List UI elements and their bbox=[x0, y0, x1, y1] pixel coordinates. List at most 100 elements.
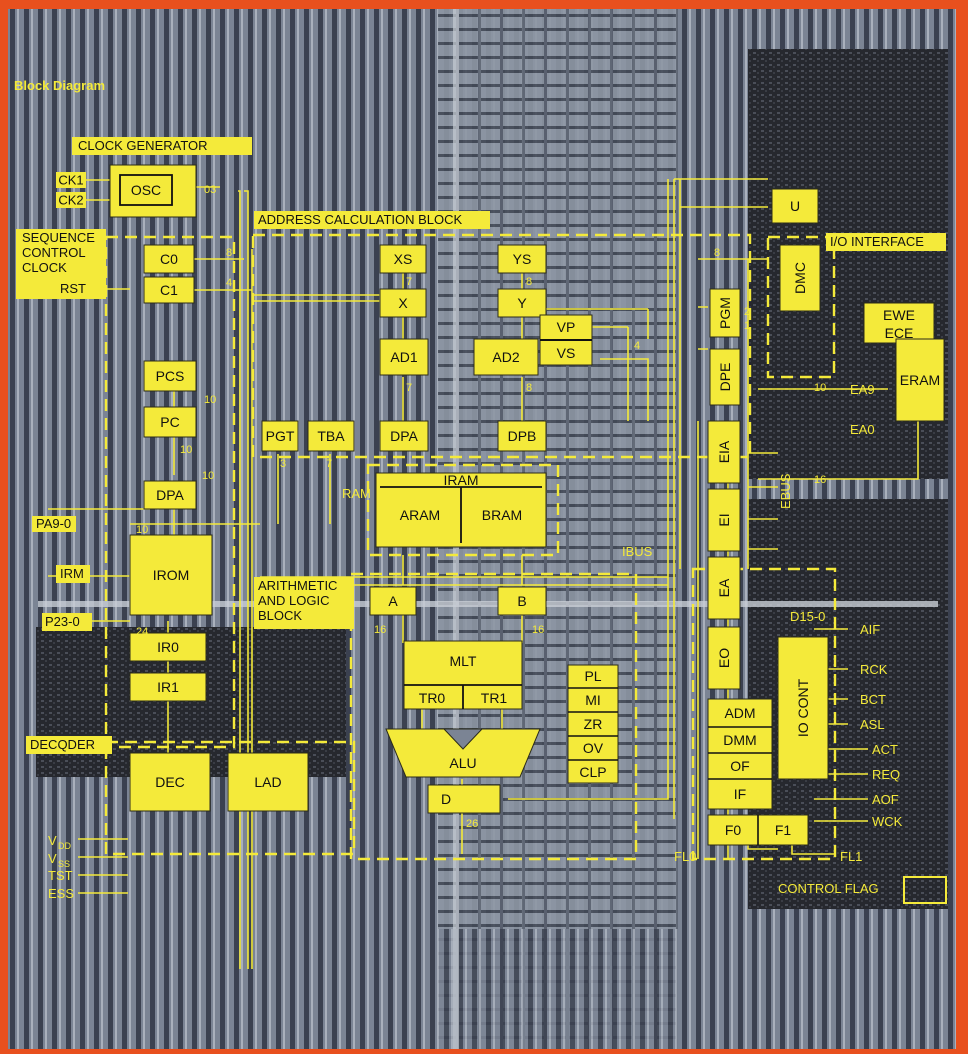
of-block: OF bbox=[730, 758, 749, 774]
ram-label: RAM bbox=[342, 486, 371, 501]
dmm-block: DMM bbox=[723, 732, 756, 748]
f0-flag: F0 bbox=[725, 822, 742, 838]
svg-text:WCK: WCK bbox=[872, 814, 903, 829]
ys-block: YS bbox=[513, 251, 532, 267]
svg-text:RCK: RCK bbox=[860, 662, 888, 677]
svg-text:V: V bbox=[48, 851, 57, 866]
if-block: IF bbox=[734, 786, 746, 802]
irom-block: IROM bbox=[153, 567, 190, 583]
osc-block: OSC bbox=[131, 182, 161, 198]
vp-block: VP bbox=[557, 319, 576, 335]
c1-block: C1 bbox=[160, 282, 178, 298]
svg-text:8: 8 bbox=[526, 382, 532, 394]
svg-text:10: 10 bbox=[814, 382, 826, 394]
d-register: D bbox=[441, 791, 451, 807]
chip-die-photo: Block Diagram bbox=[8, 9, 956, 1049]
svg-text:10: 10 bbox=[202, 470, 214, 482]
a-register: A bbox=[388, 593, 398, 609]
adm-block: ADM bbox=[724, 705, 755, 721]
alu-region bbox=[349, 572, 638, 861]
sequence-control-region bbox=[104, 235, 236, 749]
c0-block: C0 bbox=[160, 251, 178, 267]
mlt-block: MLT bbox=[450, 653, 477, 669]
dpb-block: DPB bbox=[508, 428, 537, 444]
decoder-region bbox=[104, 740, 356, 856]
tba-block: TBA bbox=[317, 428, 345, 444]
block-diagram-overlay: Block Diagram bbox=[8, 9, 956, 1049]
eia-block: EIA bbox=[716, 440, 732, 463]
svg-text:AND LOGIC: AND LOGIC bbox=[258, 593, 330, 608]
svg-text:03: 03 bbox=[204, 184, 216, 196]
pgm-block: PGM bbox=[717, 297, 733, 329]
svg-text:26: 26 bbox=[466, 818, 478, 830]
aram-block: ARAM bbox=[400, 507, 440, 523]
eram-block: ERAM bbox=[900, 372, 940, 388]
ei-block: EI bbox=[716, 513, 732, 526]
svg-text:D15-0: D15-0 bbox=[790, 609, 825, 624]
x-block: X bbox=[398, 295, 408, 311]
io-interface-label: I/O INTERFACE bbox=[830, 234, 924, 249]
address-calc-region bbox=[251, 233, 752, 459]
address-calc-label: ADDRESS CALCULATION BLOCK bbox=[258, 212, 463, 227]
right-pins: AIF RCK BCT ASL ACT REQ AOF WCK EA9 EA0 … bbox=[674, 382, 903, 864]
svg-text:PA9-0: PA9-0 bbox=[36, 516, 71, 531]
diagram-title: Block Diagram bbox=[14, 78, 105, 93]
svg-text:RST: RST bbox=[60, 281, 86, 296]
svg-text:IRM: IRM bbox=[60, 566, 84, 581]
svg-text:BLOCK: BLOCK bbox=[258, 608, 302, 623]
svg-text:ASL: ASL bbox=[860, 717, 885, 732]
svg-text:ACT: ACT bbox=[872, 742, 898, 757]
pcs-block: PCS bbox=[156, 368, 185, 384]
pgt-block: PGT bbox=[266, 428, 295, 444]
svg-text:CLOCK: CLOCK bbox=[22, 260, 67, 275]
svg-text:3: 3 bbox=[280, 458, 286, 470]
xs-block: XS bbox=[394, 251, 413, 267]
svg-text:8: 8 bbox=[526, 276, 532, 288]
svg-text:DECQDER: DECQDER bbox=[30, 737, 95, 752]
svg-text:10: 10 bbox=[180, 444, 192, 456]
f1-flag: F1 bbox=[775, 822, 792, 838]
svg-text:24: 24 bbox=[136, 626, 148, 638]
clock-generator-label: CLOCK GENERATOR bbox=[78, 138, 208, 153]
ewe-signal: EWE bbox=[883, 307, 915, 323]
ea-block: EA bbox=[716, 578, 732, 597]
svg-text:CK1: CK1 bbox=[58, 173, 83, 188]
svg-text:FL1: FL1 bbox=[840, 849, 862, 864]
functional-blocks: OSC 03 U C0 C1 PCS PC DPA IROM IR0 IR1 D… bbox=[109, 164, 945, 846]
ir0-block: IR0 bbox=[157, 639, 179, 655]
ram-region bbox=[366, 463, 560, 557]
tr1-block: TR1 bbox=[481, 690, 508, 706]
zr-flag: ZR bbox=[584, 716, 603, 732]
svg-text:16: 16 bbox=[814, 474, 826, 486]
svg-text:BCT: BCT bbox=[860, 692, 886, 707]
vs-block: VS bbox=[557, 345, 576, 361]
svg-text:10: 10 bbox=[136, 524, 148, 536]
ibus-label: IBUS bbox=[622, 544, 653, 559]
alu-block: ALU bbox=[449, 755, 476, 771]
svg-text:TST: TST bbox=[48, 868, 73, 883]
svg-text:FL0: FL0 bbox=[674, 849, 696, 864]
bus-width-labels: 8 4 7 8 10 10 10 10 3 7 7 8 2 1 4 10 16 … bbox=[136, 247, 826, 830]
iram-block: IRAM bbox=[444, 472, 479, 488]
svg-text:P23-0: P23-0 bbox=[45, 614, 80, 629]
u-block: U bbox=[790, 198, 800, 214]
svg-text:16: 16 bbox=[532, 624, 544, 636]
svg-text:8: 8 bbox=[226, 247, 232, 259]
svg-text:1: 1 bbox=[744, 320, 750, 332]
dpa-block: DPA bbox=[390, 428, 418, 444]
mi-flag: MI bbox=[585, 692, 601, 708]
clp-flag: CLP bbox=[579, 764, 606, 780]
svg-text:2: 2 bbox=[744, 306, 750, 318]
svg-text:7: 7 bbox=[406, 276, 412, 288]
control-flag-label: CONTROL FLAG bbox=[778, 881, 879, 896]
svg-text:4: 4 bbox=[226, 277, 232, 289]
ad2-block: AD2 bbox=[492, 349, 519, 365]
svg-text:8: 8 bbox=[714, 247, 720, 259]
tr0-block: TR0 bbox=[419, 690, 446, 706]
dmc-block: DMC bbox=[792, 262, 808, 294]
svg-text:DD: DD bbox=[58, 841, 71, 851]
svg-text:10: 10 bbox=[204, 394, 216, 406]
svg-text:ARITHMETIC: ARITHMETIC bbox=[258, 578, 337, 593]
ov-flag: OV bbox=[583, 740, 604, 756]
svg-text:V: V bbox=[48, 833, 57, 848]
